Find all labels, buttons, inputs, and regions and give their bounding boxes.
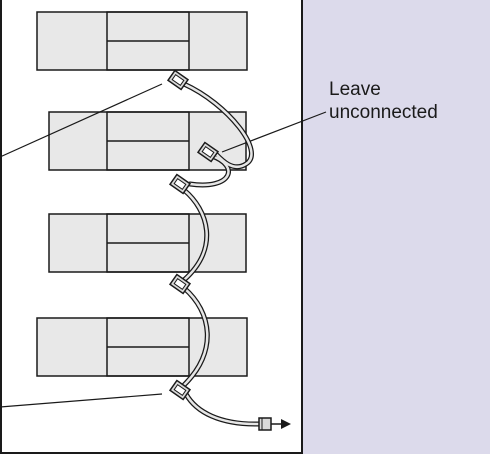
leader-line-top-left [0,83,163,158]
cable-connector-icon [168,273,192,295]
leave-unconnected-label: Leave unconnected [329,79,438,123]
leader-line-bottom-left [0,393,163,408]
cable-connector-icon [196,141,220,163]
device-unit-1 [36,11,248,71]
device-unit-3 [48,213,247,273]
enclosure-frame [0,0,303,454]
cable-group [181,81,263,427]
device-unit-2 [48,111,247,171]
device-unit-4 [36,317,248,377]
cable-end-arrow-icon [258,417,291,431]
cable-connector-icon [168,173,192,195]
leader-line-unconnected [221,111,327,153]
side-panel-background [302,0,490,454]
cable-connector-icon [168,379,192,401]
cable-connector-icon [166,69,190,91]
